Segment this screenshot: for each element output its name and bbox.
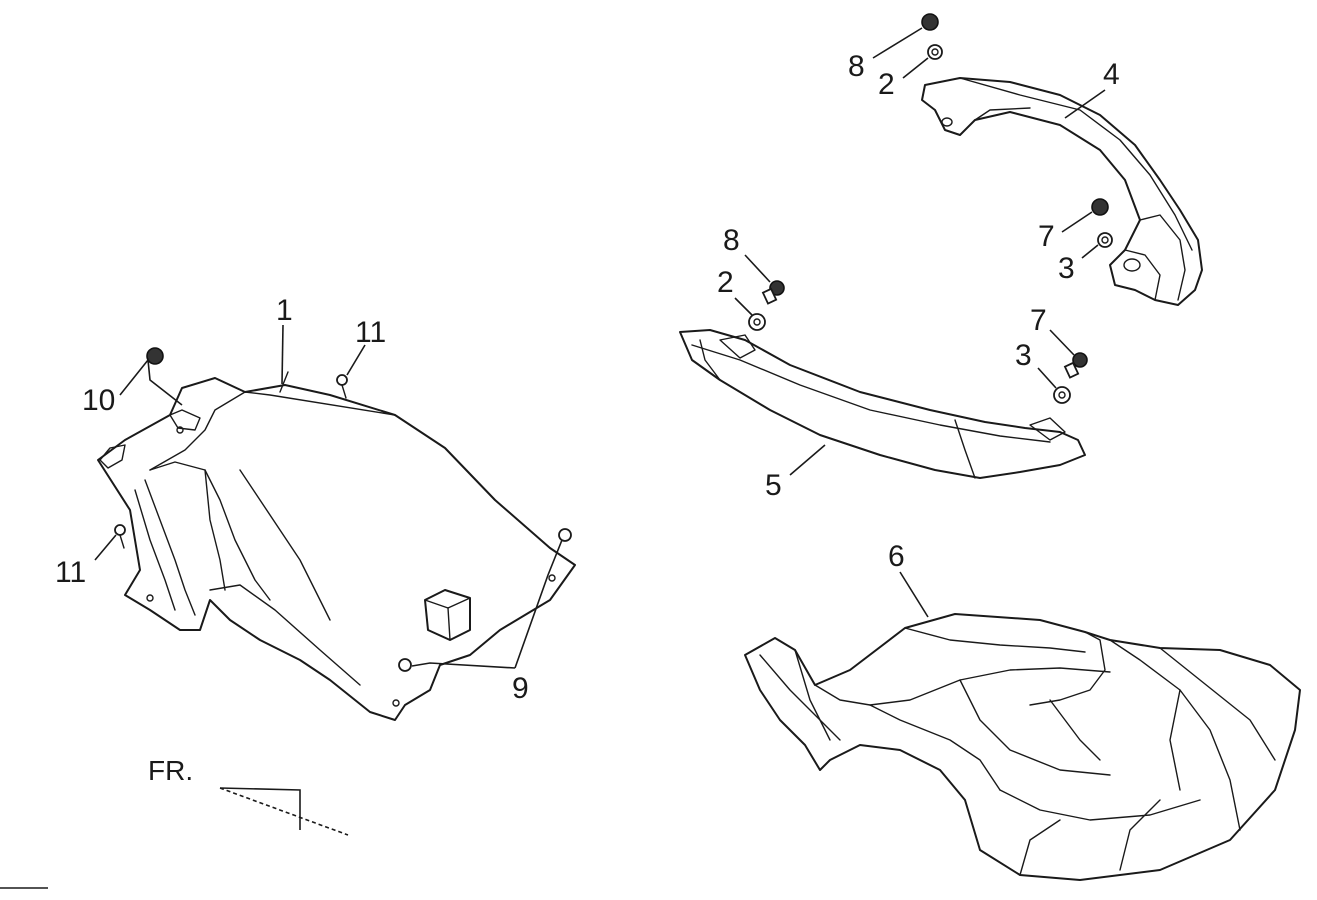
clip-9-left <box>398 658 412 672</box>
bolt-8-lower <box>769 280 785 296</box>
screw-11-top <box>336 374 348 386</box>
washer-2-upper <box>927 44 943 60</box>
callout-8-lower: 8 <box>723 224 740 257</box>
part-1-seat-cover-panel <box>97 371 576 721</box>
callout-5: 5 <box>765 469 782 502</box>
part-4-grab-rail-upper <box>921 77 1203 306</box>
front-direction-label: FR. <box>148 755 193 786</box>
washer-2-lower <box>748 313 766 331</box>
callout-10: 10 <box>82 384 115 417</box>
nut-10 <box>146 347 164 365</box>
callout-1: 1 <box>276 294 293 327</box>
fasteners <box>114 13 1113 707</box>
front-direction-indicator: FR. <box>148 755 349 836</box>
screw-11-left <box>114 524 126 536</box>
callout-labels: 8 2 4 7 3 8 2 7 3 5 6 1 11 10 11 9 <box>55 50 1120 705</box>
leader-lines <box>94 27 1106 669</box>
callout-4: 4 <box>1103 58 1120 91</box>
washer-3-upper <box>1097 232 1113 248</box>
callout-8-upper: 8 <box>848 50 865 83</box>
callout-2-upper: 2 <box>878 68 895 101</box>
part-5-grab-rail-lower <box>679 329 1086 479</box>
callout-11-left: 11 <box>55 556 86 589</box>
callout-11-top: 11 <box>355 316 386 349</box>
bolt-7-lower <box>1072 352 1088 368</box>
callout-7-upper: 7 <box>1038 220 1055 253</box>
part-6-storage-tray <box>744 613 1301 881</box>
callout-6: 6 <box>888 540 905 573</box>
bolt-8-upper <box>921 13 939 31</box>
bolt-7-upper <box>1091 198 1109 216</box>
callout-3-lower: 3 <box>1015 339 1032 372</box>
washer-3-lower <box>1053 386 1071 404</box>
callout-9: 9 <box>512 672 529 705</box>
clip-9-right <box>558 528 572 542</box>
callout-2-lower: 2 <box>717 266 734 299</box>
callout-7-lower: 7 <box>1030 304 1047 337</box>
callout-3-upper: 3 <box>1058 252 1075 285</box>
